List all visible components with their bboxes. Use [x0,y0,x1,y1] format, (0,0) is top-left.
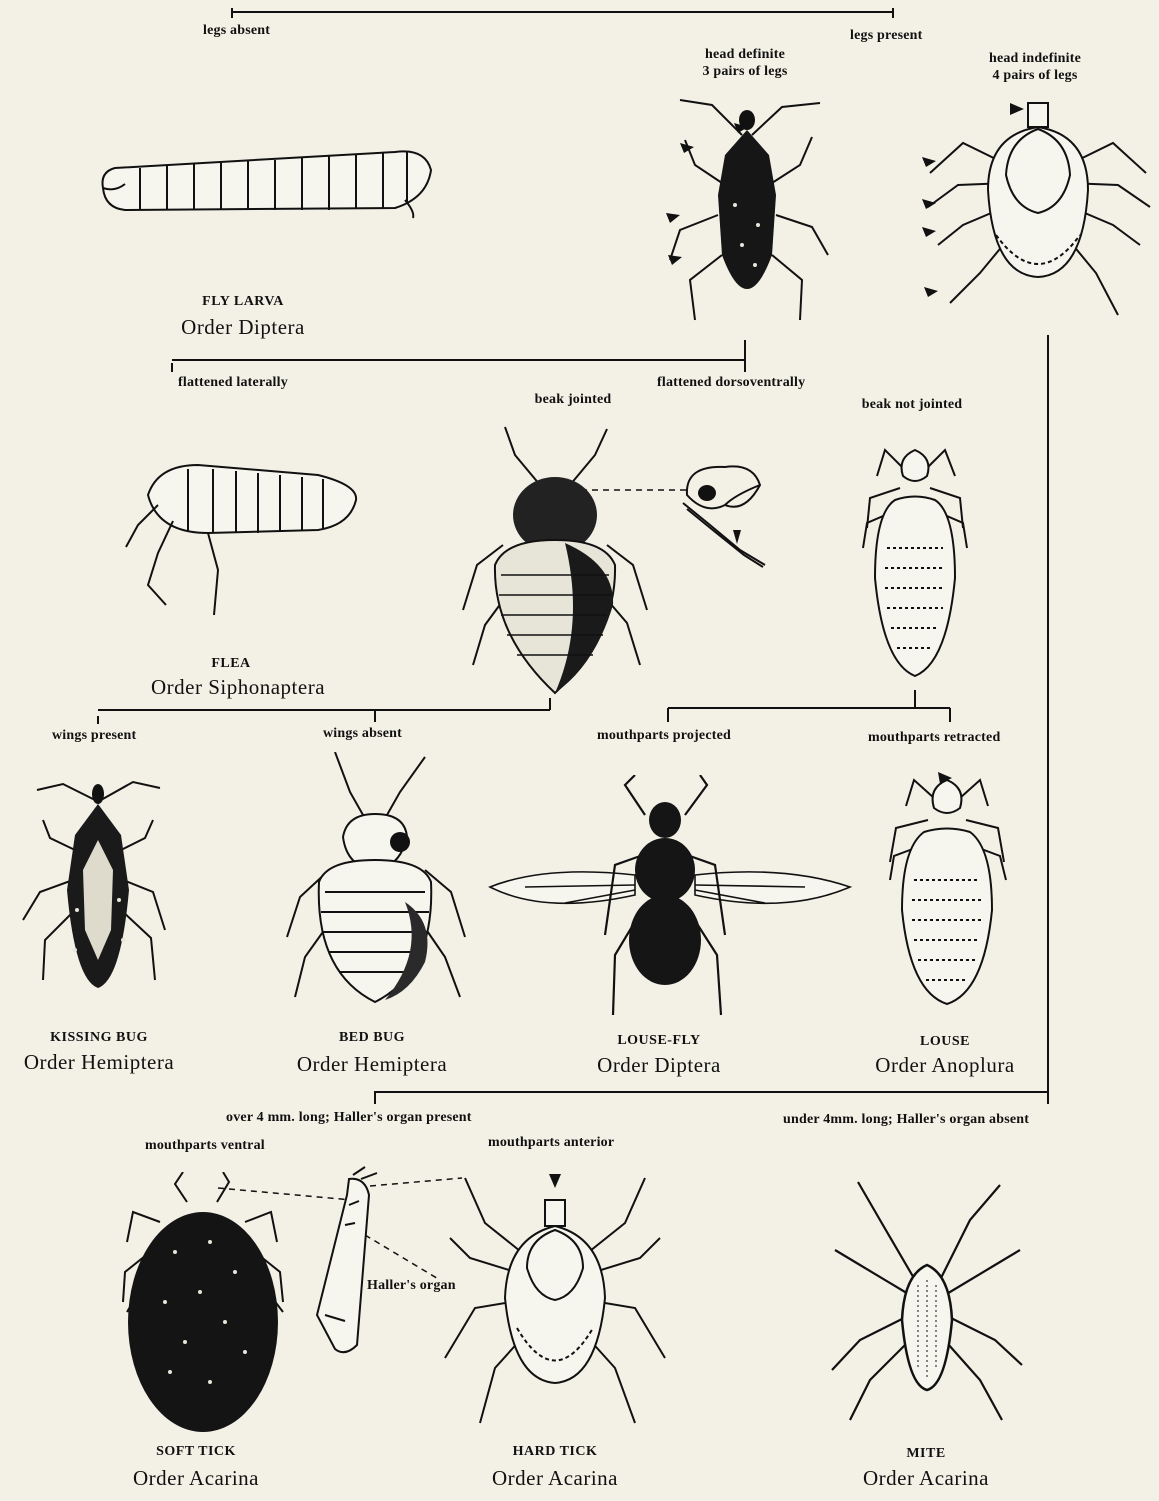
caption-flea-common: FLEA [211,656,250,672]
label-beak-not-jointed: beak not jointed [862,397,962,413]
caption-hard-tick-common: HARD TICK [513,1444,598,1460]
hard-tick-top-illustration [918,95,1158,330]
label-legs-absent: legs absent [203,23,270,39]
caption-louse-common: LOUSE [920,1034,970,1050]
caption-louse-fly-order: Order Diptera [597,1053,721,1078]
label-beak-jointed: beak jointed [535,392,612,408]
label-legs-present: legs present [850,28,923,44]
caption-louse-fly-common: LOUSE-FLY [617,1033,700,1049]
soft-tick-illustration [115,1172,290,1437]
caption-fly-larva-common: FLY LARVA [202,294,284,310]
louse-illustration [882,770,1012,1010]
label-mouthparts-projected: mouthparts projected [597,728,731,744]
caption-hard-tick-order: Order Acarina [492,1466,618,1491]
label-over-4mm: over 4 mm. long; Haller's organ present [226,1110,472,1126]
caption-kissing-bug-order: Order Hemiptera [24,1050,174,1075]
kissing-bug-illustration [15,780,180,995]
bed-bug-illustration [275,752,475,1012]
label-head-indefinite: head indefinite 4 pairs of legs [989,50,1081,84]
caption-mite-common: MITE [906,1446,945,1462]
caption-kissing-bug-common: KISSING BUG [50,1030,148,1046]
label-mouthparts-retracted: mouthparts retracted [868,730,1000,746]
beak-detail-illustration [665,455,775,570]
label-head-indefinite-line1: head indefinite [989,50,1081,67]
caption-louse-order: Order Anoplura [875,1053,1014,1078]
caption-soft-tick-order: Order Acarina [133,1466,259,1491]
label-mouthparts-anterior: mouthparts anterior [488,1135,614,1151]
kissing-bug-top-illustration [660,95,835,330]
caption-mite-order: Order Acarina [863,1466,989,1491]
label-head-definite: head definite 3 pairs of legs [702,46,787,80]
mite-illustration [830,1180,1025,1425]
hard-tick-illustration [435,1168,675,1433]
caption-bed-bug-common: BED BUG [339,1030,405,1046]
caption-fly-larva-order: Order Diptera [181,315,305,340]
hallers-organ-leg-illustration [305,1165,385,1365]
caption-soft-tick-common: SOFT TICK [156,1444,236,1460]
label-wings-present: wings present [52,728,136,744]
louse-fly-illustration [485,775,855,1020]
label-mouthparts-ventral: mouthparts ventral [145,1138,265,1154]
caption-bed-bug-order: Order Hemiptera [297,1052,447,1077]
fly-larva-illustration [95,140,440,220]
label-head-definite-line1: head definite [702,46,787,63]
label-wings-absent: wings absent [323,726,402,742]
label-head-indefinite-line2: 4 pairs of legs [989,67,1081,84]
louse-top-illustration [855,438,975,683]
flea-illustration [118,455,363,620]
label-head-definite-line2: 3 pairs of legs [702,63,787,80]
label-flattened-laterally: flattened laterally [178,375,288,391]
caption-flea-order: Order Siphonaptera [151,675,325,700]
label-under-4mm: under 4mm. long; Haller's organ absent [783,1112,1029,1128]
label-flattened-dorsoventrally: flattened dorsoventrally [657,375,805,391]
bed-bug-top-illustration [455,425,655,695]
